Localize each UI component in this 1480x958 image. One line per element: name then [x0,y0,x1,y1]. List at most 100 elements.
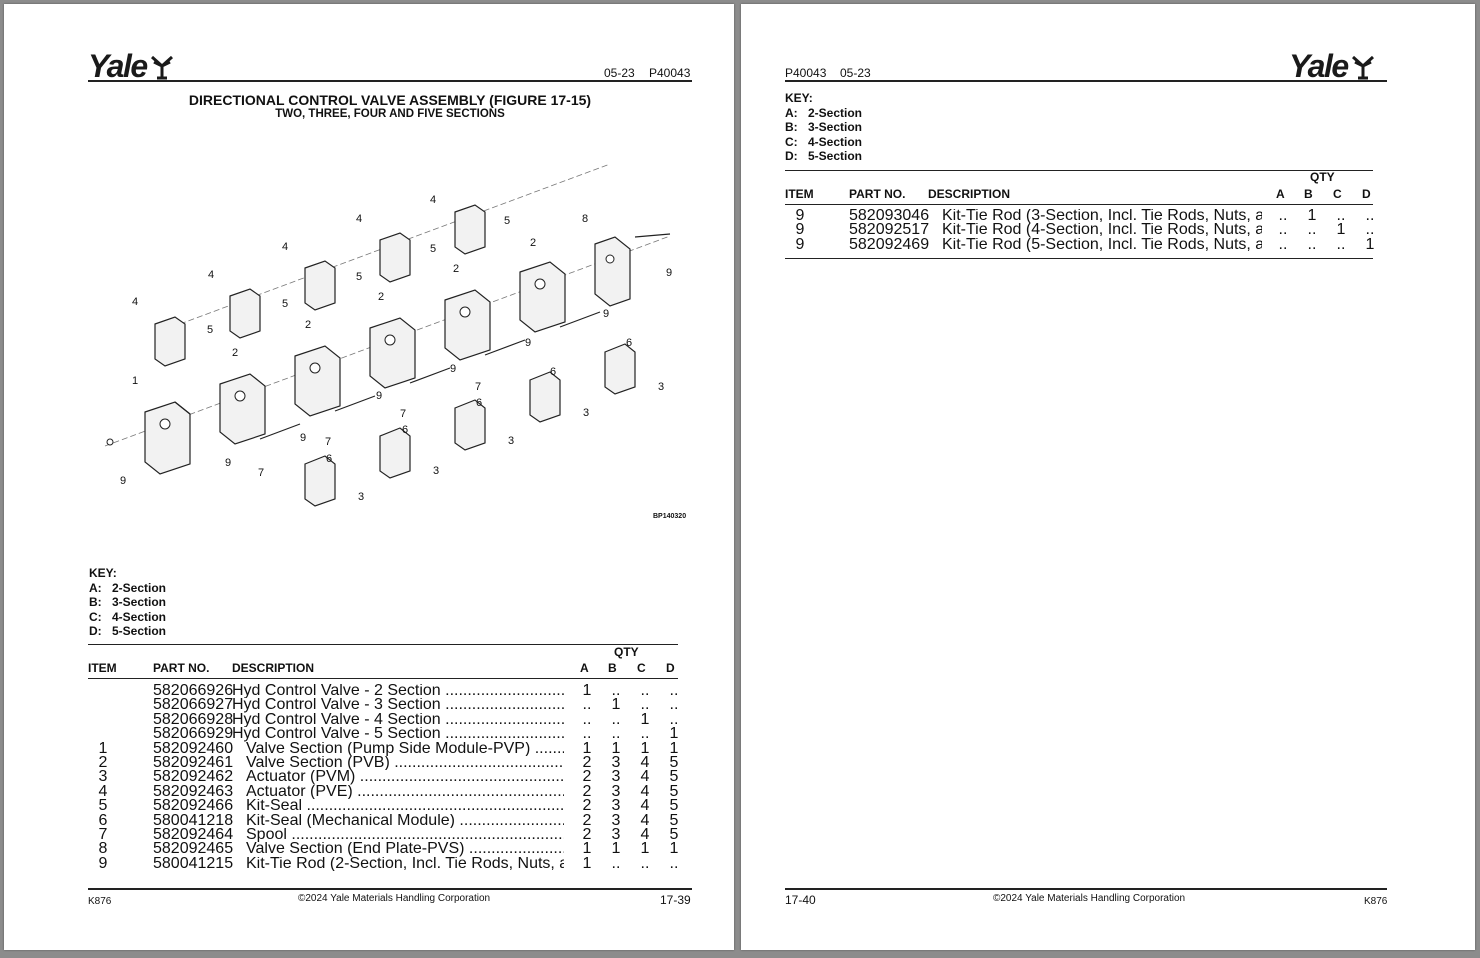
table-row: 9 582093046 Kit-Tie Rod (3-Section, Incl… [795,207,1375,224]
svg-text:5: 5 [207,324,213,336]
svg-text:3: 3 [358,491,364,503]
table-row: 582066927 Hyd Control Valve - 3 Section … [153,696,679,714]
footer-rule [88,888,692,890]
key-row: A:2-Section [785,105,863,120]
page-subtitle: TWO, THREE, FOUR AND FIVE SECTIONS [275,108,505,120]
svg-text:2: 2 [378,291,384,303]
header-code: P40043 [785,66,827,80]
svg-text:7: 7 [258,467,264,479]
svg-text:4: 4 [282,241,288,253]
footer-page-number: 17-39 [660,893,691,907]
footer-rule [785,888,1387,890]
svg-text:9: 9 [120,475,126,487]
key-row: B:3-Section [785,120,863,134]
yale-mark-icon [1351,55,1374,79]
svg-text:7: 7 [475,381,481,393]
svg-text:3: 3 [508,435,514,447]
table-row: 8 582092465 Valve Section (End Plate-PVS… [98,840,679,858]
table-top-rule [88,644,678,645]
key-row: D:5-Section [89,624,167,638]
footer-page-number: 17-40 [785,893,816,907]
svg-text:2: 2 [305,319,311,331]
footer-doc-code: K876 [88,896,112,907]
table-row: 9 582092517 Kit-Tie Rod (4-Section, Incl… [795,221,1375,239]
svg-text:3: 3 [658,381,664,393]
key-row: B:3-Section [89,595,167,609]
table-row: 2 582092461 Valve Section (PVB) ........… [98,754,679,771]
key-row: A:2-Section [89,580,167,595]
svg-text:5: 5 [504,215,510,227]
svg-text:9: 9 [450,363,456,375]
key-row: D:5-Section [785,149,863,163]
figure-id: BP140320 [653,513,686,520]
table-row: 9 582092469 Kit-Tie Rod (5-Section, Incl… [795,235,1375,253]
col-c: C [637,661,646,675]
svg-text:4: 4 [356,213,362,225]
footer-copyright: ©2024 Yale Materials Handling Corporatio… [298,893,491,904]
svg-text:4: 4 [132,296,138,308]
header-rule [785,80,1387,82]
col-item: ITEM [785,187,814,201]
table-row: 582066928 Hyd Control Valve - 4 Section … [153,710,679,728]
svg-text:9: 9 [376,390,382,402]
svg-text:9: 9 [225,457,231,469]
table-head-rule [785,204,1373,205]
svg-text:7: 7 [325,436,331,448]
col-desc: DESCRIPTION [232,661,315,675]
table-row: 5 582092466 Kit-Seal ...................… [98,797,679,815]
brand-wordmark: Yale [88,48,148,84]
svg-text:8: 8 [582,213,588,225]
svg-text:3: 3 [433,465,439,477]
header-rule [88,80,692,82]
svg-text:9: 9 [666,267,672,279]
qty-label: QTY [1310,170,1335,184]
yale-mark-icon [150,55,173,79]
brand-wordmark: Yale [1289,48,1349,84]
col-a: A [1276,187,1285,201]
svg-text:9: 9 [603,308,609,320]
col-d: D [666,661,675,675]
svg-text:7: 7 [400,408,406,420]
table-row: 4 582092463 Actuator (PVE) .............… [98,782,679,800]
table-row: 7 582092464 Spool ......................… [98,826,679,843]
svg-text:2: 2 [232,347,238,359]
svg-text:4: 4 [208,269,214,281]
svg-text:6: 6 [550,366,556,378]
col-part: PART NO. [849,187,906,201]
svg-text:9: 9 [525,337,531,349]
svg-text:5: 5 [356,271,362,283]
svg-text:6: 6 [626,337,632,349]
left-page: Yale 05-23 P40043 DIRECTIONAL CONTROL VA… [4,4,734,950]
svg-text:5: 5 [430,243,436,255]
header-date: 05-23 [840,66,871,80]
svg-text:6: 6 [402,424,408,436]
col-c: C [1333,187,1342,201]
table-row: 582066929 Hyd Control Valve - 5 Section … [153,725,679,743]
page-title: DIRECTIONAL CONTROL VALVE ASSEMBLY (FIGU… [188,92,592,108]
yale-logo: Yale [88,48,174,85]
svg-text:1: 1 [132,375,138,387]
svg-text:2: 2 [453,263,459,275]
table-top-rule [785,170,1373,171]
header-code: P40043 [649,66,691,80]
svg-text:6: 6 [326,453,332,465]
col-item: ITEM [88,661,117,675]
col-a: A [580,661,589,675]
key-row: C:4-Section [89,609,167,624]
col-b: B [608,661,617,675]
footer-doc-code: K876 [1364,896,1388,907]
key-block-left: KEY: A:2-Section B:3-Section C:4-Section… [89,566,166,639]
key-title: KEY: [785,91,813,105]
col-d: D [1362,187,1371,201]
table-row: 3 582092462 Actuator (PVM) .............… [98,768,679,786]
table-row: 1 582092460 Valve Section (Pump Side Mod… [98,739,679,757]
key-block-right: KEY: A:2-Section B:3-Section C:4-Section… [785,91,862,164]
key-row: C:4-Section [785,134,863,149]
table-row: 6 580041218 Kit-Seal (Mechanical Module)… [98,811,679,829]
table-head-rule [88,678,678,679]
table-row: 9 580041215 Kit-Tie Rod (2-Section, Incl… [98,854,679,872]
table-row: 582066926 Hyd Control Valve - 2 Section … [153,682,679,699]
svg-text:2: 2 [530,237,536,249]
svg-text:4: 4 [430,194,436,206]
